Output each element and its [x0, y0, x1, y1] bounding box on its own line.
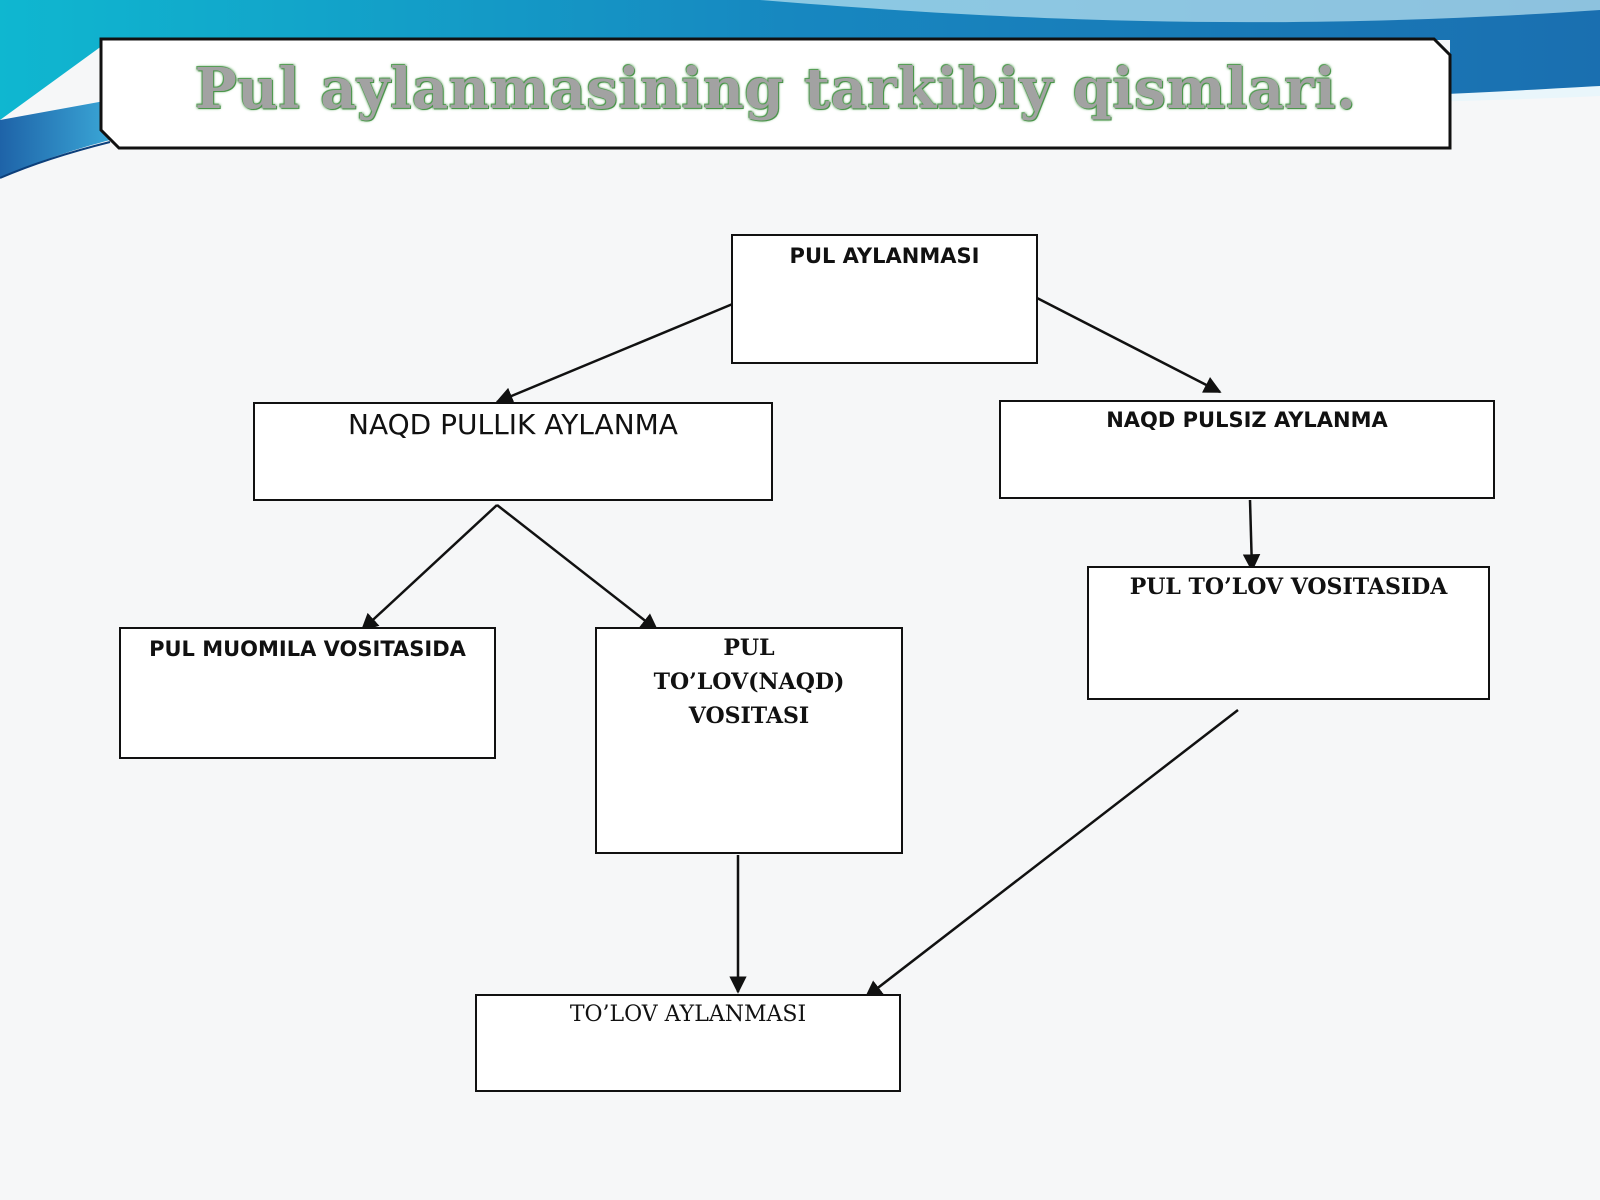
node-pul-muomila-vositasida: PUL MUOMILA VOSITASIDA [119, 627, 496, 759]
title-banner: Pul aylanmasining tarkibiy qismlari. [99, 37, 1452, 150]
node-label: PUL MUOMILA VOSITASIDA [149, 637, 466, 661]
node-tolov-aylanmasi: TO’LOV AYLANMASI [475, 994, 901, 1092]
node-naqd-pullik-aylanma: NAQD PULLIK AYLANMA [253, 402, 773, 501]
node-label: TO’LOV AYLANMASI [569, 1002, 807, 1027]
node-label: NAQD PULLIK AYLANMA [348, 408, 678, 441]
title-banner-frame [99, 37, 1452, 150]
node-label: PUL TO’LOV(NAQD) VOSITASI [653, 635, 845, 729]
node-pul-tolov-vositasida: PUL TO’LOV VOSITASIDA [1087, 566, 1490, 700]
page-title: Pul aylanmasining tarkibiy qismlari. [194, 55, 1357, 122]
node-label: NAQD PULSIZ AYLANMA [1106, 408, 1388, 432]
node-label: PUL TO’LOV VOSITASIDA [1129, 574, 1448, 600]
node-naqd-pulsiz-aylanma: NAQD PULSIZ AYLANMA [999, 400, 1495, 499]
node-label: PUL AYLANMASI [789, 244, 980, 268]
node-pul-tolov-naqd-vositasi: PUL TO’LOV(NAQD) VOSITASI [595, 627, 903, 854]
node-pul-aylanmasi: PUL AYLANMASI [731, 234, 1038, 364]
